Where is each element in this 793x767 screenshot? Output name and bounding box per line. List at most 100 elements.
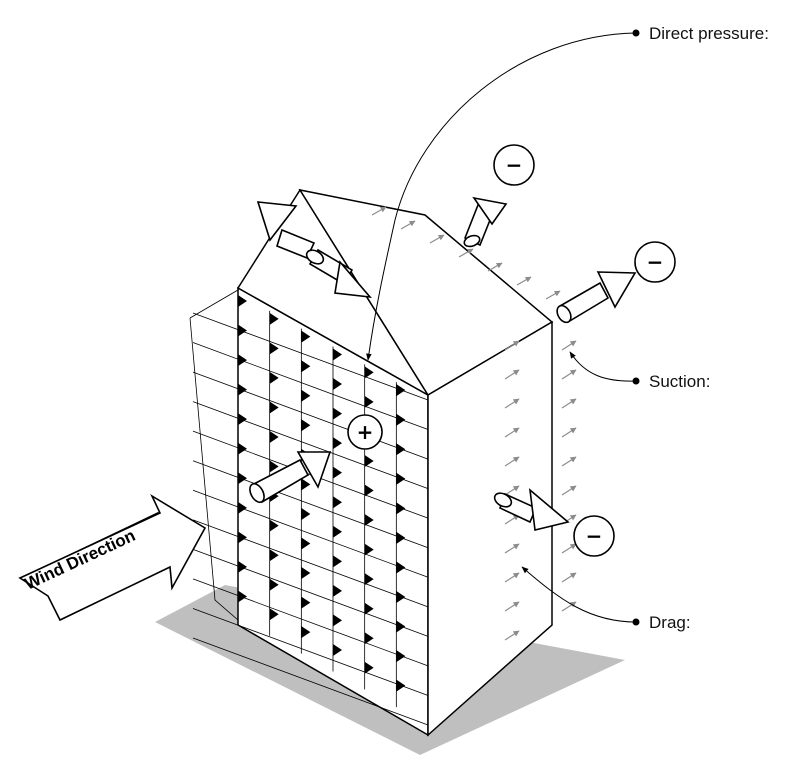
drag-arrow (504, 398, 520, 409)
drag-arrow (504, 485, 520, 496)
negative-sign-roof: − (506, 153, 523, 177)
edge-suction-arrow (561, 485, 577, 496)
edge-suction-arrow (561, 369, 577, 380)
pressure-arrowhead (364, 395, 374, 408)
pressure-arrowhead (396, 443, 406, 456)
pressure-arrowhead (301, 596, 311, 609)
pressure-arrowhead (364, 454, 374, 467)
pressure-arrowhead (301, 389, 311, 402)
suction-arrow-roof-left-down (305, 248, 372, 299)
front-face-pressure-arrows (238, 295, 406, 692)
direct-pressure-label: Direct pressure: (649, 24, 769, 43)
pressure-arrowhead (301, 537, 311, 550)
roof-suction-arrow (371, 206, 387, 216)
pressure-arrowhead (396, 384, 406, 397)
edge-suction-arrow (561, 572, 577, 583)
pressure-arrowhead (301, 330, 311, 343)
pressure-arrowhead (396, 650, 406, 663)
roof-suction-arrows (371, 206, 561, 300)
drag-arrow (504, 601, 520, 612)
suction-arrow-roof-left-up (256, 201, 316, 260)
pressure-arrowhead (364, 632, 374, 645)
pressure-arrowhead (333, 496, 342, 509)
roof-suction-arrow (400, 220, 416, 230)
pressure-arrowhead (396, 590, 406, 603)
pressure-arrowhead (238, 324, 247, 337)
pressure-arrowhead (269, 519, 279, 532)
edge-suction-arrow (561, 543, 577, 554)
edge-suction-arrow (561, 456, 577, 467)
positive-sign: + (357, 420, 374, 444)
pressure-arrowhead (364, 543, 374, 556)
pressure-arrowhead (333, 525, 342, 538)
drag-arrow (504, 369, 520, 380)
side-face-drag-arrows (504, 340, 520, 641)
pressure-arrowhead (301, 478, 311, 491)
drag-arrow (504, 427, 520, 438)
pressure-arrowhead (301, 507, 311, 520)
roof-suction-arrow (516, 276, 532, 286)
edge-suction-arrow (561, 340, 577, 351)
pressure-arrowhead (238, 354, 247, 367)
pressure-arrowhead (269, 578, 279, 591)
pressure-arrowhead (238, 590, 247, 603)
pressure-arrowhead (396, 531, 406, 544)
negative-badge-side-bottom: − (573, 515, 615, 557)
pressure-arrowhead (301, 626, 311, 639)
pressure-arrowhead (333, 437, 342, 450)
pressure-arrowhead (396, 620, 406, 633)
negative-sign-side-top: − (647, 250, 664, 274)
pressure-arrowhead (269, 608, 279, 621)
grid-line (192, 312, 429, 401)
suction-label: Suction: (649, 372, 710, 391)
pressure-arrowhead (238, 295, 247, 307)
pressure-arrowhead (333, 584, 342, 597)
grid-line (192, 578, 429, 667)
pressure-arrowhead (333, 643, 342, 656)
positive-pressure-badge: + (347, 414, 383, 450)
drag-leader (521, 566, 637, 623)
pressure-arrowhead (269, 312, 279, 325)
wind-direction-arrow: Wind Direction (18, 493, 207, 622)
suction-arrow-roof-right (463, 196, 508, 248)
edge-suction-arrow (561, 427, 577, 438)
direct-pressure-leader (366, 32, 637, 361)
grid-line (192, 637, 429, 726)
pressure-arrowhead (269, 431, 279, 444)
pressure-arrowhead (238, 442, 247, 455)
pressure-arrowhead (333, 378, 342, 391)
pressure-arrowhead (396, 502, 406, 515)
pressure-arrowhead (364, 661, 374, 674)
grid-line (189, 289, 239, 621)
direct-pressure-dot (632, 29, 640, 37)
suction-dot (632, 377, 640, 385)
pressure-arrowhead (269, 549, 279, 562)
pressure-arrowhead (301, 360, 311, 373)
pressure-arrowhead (396, 472, 406, 485)
roof-suction-arrow (429, 234, 445, 244)
roof-suction-arrow (545, 290, 561, 300)
pressure-arrowhead (396, 561, 406, 574)
pressure-arrowhead (364, 484, 374, 497)
pressure-arrow-front (249, 451, 332, 504)
pressure-arrowhead (396, 413, 406, 426)
pressure-arrowhead (301, 419, 311, 432)
roof-suction-arrow (458, 248, 474, 258)
grid-line (192, 548, 429, 637)
pressure-arrowhead (301, 567, 311, 580)
pressure-arrowhead (238, 413, 247, 426)
pressure-arrowhead (269, 371, 279, 384)
pressure-arrowhead (269, 460, 279, 473)
pressure-arrowhead (364, 514, 374, 527)
pressure-arrowhead (238, 501, 247, 514)
roof-suction-arrow (487, 262, 503, 272)
edge-suction-arrow (561, 398, 577, 409)
pressure-arrowhead (269, 401, 279, 414)
pressure-arrowhead (238, 472, 247, 485)
edge-suction-arrows (561, 340, 577, 612)
drag-arrow (504, 543, 520, 554)
drag-label: Drag: (649, 613, 691, 632)
grid-line (192, 608, 429, 696)
pressure-arrowhead (269, 342, 279, 355)
